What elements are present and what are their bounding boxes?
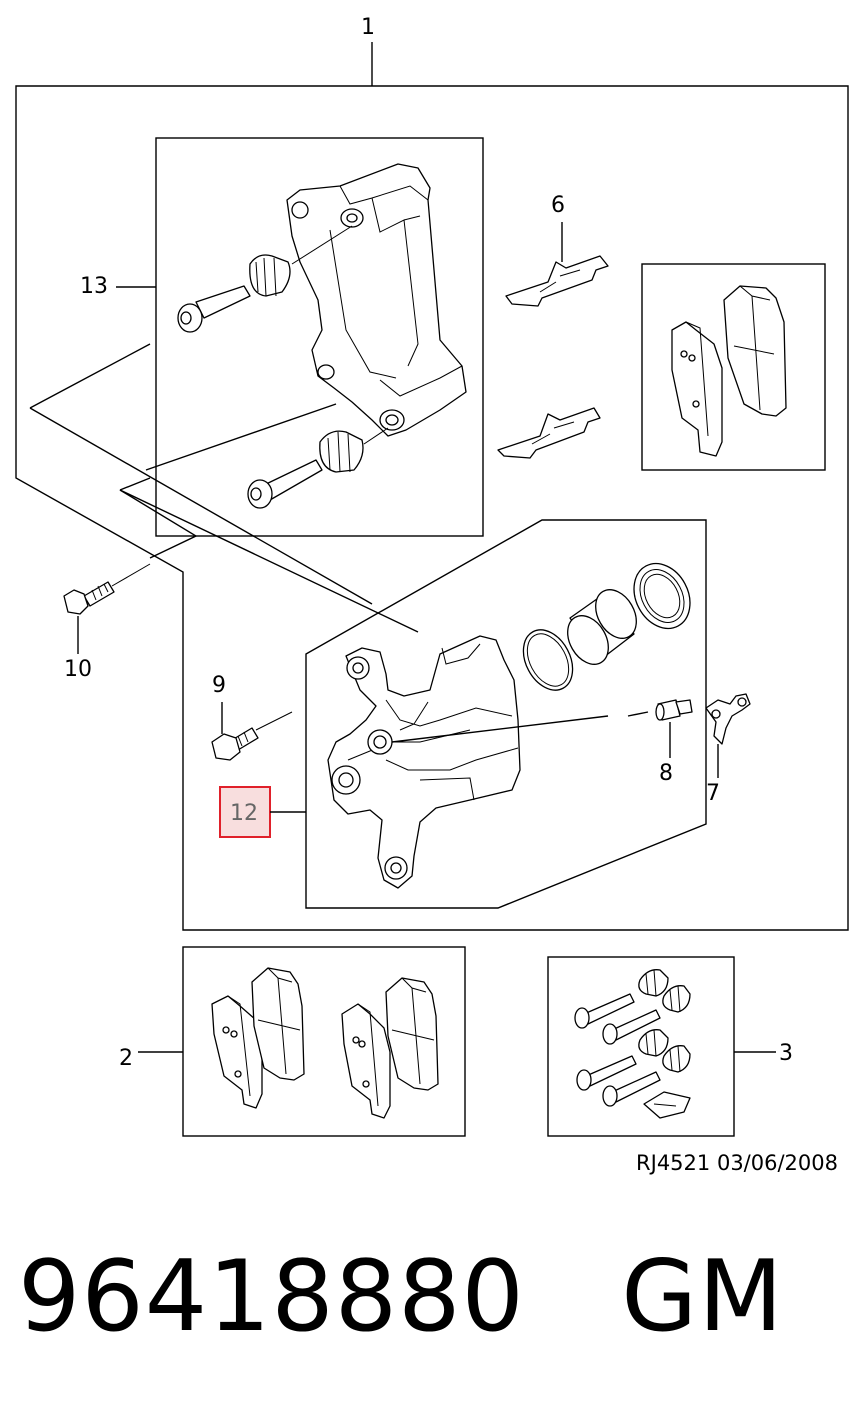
bleeder-cap (705, 693, 751, 745)
assembly-frame (15, 85, 849, 931)
carrier-bracket (286, 163, 467, 437)
callout-10: 10 (64, 657, 92, 682)
part-number: 96418880 (18, 1240, 525, 1354)
guide-pin-lower (247, 427, 389, 509)
callout-3: 3 (779, 1041, 793, 1066)
callout-13: 13 (80, 274, 108, 299)
mounting-bolt (63, 563, 151, 615)
brake-pad-set-right (341, 977, 439, 1119)
anti-rattle-clip-upper (505, 255, 609, 307)
dust-boot (633, 562, 691, 630)
anti-rattle-clip-lower (497, 407, 601, 459)
guide-pin-upper (177, 225, 353, 333)
brand-name: GM (621, 1240, 784, 1354)
carrier-bracket-frame (155, 137, 484, 537)
callout-12-highlight (219, 786, 271, 838)
callout-8: 8 (659, 761, 673, 786)
piston (567, 589, 637, 665)
callout-1: 1 (361, 15, 375, 40)
guide-pin-kit (574, 969, 691, 1119)
piston-seal (522, 629, 574, 691)
brake-pad-pair-right (671, 285, 787, 457)
guide-pin-kit-frame (547, 956, 735, 1137)
pad-kit-frame-right (641, 263, 826, 471)
caliper-frame (305, 519, 707, 909)
callout-7: 7 (706, 781, 720, 806)
callout-9: 9 (212, 673, 226, 698)
brake-pad-set-left (211, 967, 305, 1109)
brake-caliper (327, 635, 521, 889)
exploded-parts-diagram: 1 13 (15, 15, 849, 1175)
bleeder-screw (655, 699, 693, 721)
callout-2: 2 (119, 1046, 133, 1071)
drawing-reference: RJ4521 03/06/2008 (636, 1151, 838, 1175)
pad-kit-frame (182, 946, 466, 1137)
part-number-footer: 96418880 GM (18, 1248, 784, 1346)
guide-bolt (211, 711, 293, 761)
callout-6: 6 (551, 193, 565, 218)
callout-12: 12 (230, 801, 258, 826)
